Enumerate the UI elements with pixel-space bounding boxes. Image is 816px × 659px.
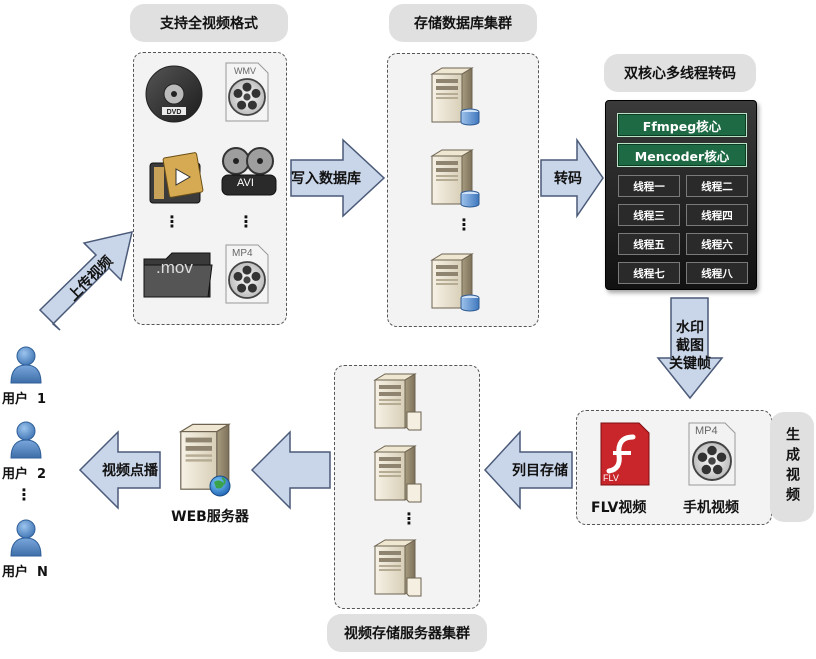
storage-title-text: 视频存储服务器集群 [344,626,470,642]
mp4-label: MP4 [232,248,253,259]
flv-label: FLV视频 [591,500,647,516]
transcode-arrow [540,137,604,219]
user-icon-n [10,519,42,557]
video-folder-icon [149,152,204,204]
mp4-mobile-icon [688,422,736,486]
mp4-file-icon [225,244,269,304]
screenshot-label: 截图 [676,338,704,354]
thread-3: 线程三 [618,204,680,226]
db-server-icon-3 [431,253,480,312]
list-store-label: 列目存储 [512,463,568,479]
user-2-label: 用户 2 [2,467,47,482]
output-panel: FLV MP4 FLV视频 手机视频 [576,410,772,525]
mobile-label: 手机视频 [683,500,739,516]
storage-server-icon-3 [374,539,422,597]
storage-title: 视频存储服务器集群 [327,614,487,652]
flash-video-icon [600,422,650,486]
transcoder-panel: Ffmpeg核心 Mencoder核心 线程一 线程二 线程三 线程四 线程五 … [605,100,757,290]
write-db-label: 写入数据库 [291,171,361,187]
web-server-label: WEB服务器 [171,509,249,525]
mobile-tag: MP4 [695,425,718,437]
formats-panel: DVD WMV AVI ⋮ ⋮ .mov MP4 [133,52,287,325]
user-icon-2 [10,421,42,459]
thread-8: 线程八 [686,262,748,284]
user-icon-1 [10,346,42,384]
transcode-title: 双核心多线程转码 [604,54,756,92]
mov-folder-icon [143,252,213,298]
thread-6: 线程六 [686,233,748,255]
keyframe-label: 关键帧 [669,356,711,372]
storage-dots: ⋮ [401,509,417,528]
ffmpeg-core: Ffmpeg核心 [617,113,747,137]
storage-server-icon-2 [374,445,422,503]
flv-tag: FLV [603,473,619,483]
users-dots: ⋮ [16,485,32,504]
db-title: 存储数据库集群 [389,4,537,42]
upload-arrow [38,231,133,331]
thread-7: 线程七 [618,262,680,284]
storage-to-web-arrow [250,430,331,510]
user-n-label: 用户 N [2,565,48,580]
storage-server-icon-1 [374,373,422,431]
thread-2: 线程二 [686,175,748,197]
transcode-title-text: 双核心多线程转码 [624,66,736,82]
mencoder-core: Mencoder核心 [617,143,747,167]
watermark-label: 水印 [676,320,704,336]
dvd-icon: DVD [145,65,203,123]
generate-title: 生成视频 [770,412,814,522]
storage-panel: ⋮ [334,365,480,609]
svg-text:DVD: DVD [167,109,182,116]
thread-5: 线程五 [618,233,680,255]
wmv-file-icon [225,62,269,122]
db-server-icon-1 [431,67,480,126]
post-process-arrow [656,297,724,400]
thread-1: 线程一 [618,175,680,197]
thread-4: 线程四 [686,204,748,226]
web-server-icon [180,423,231,497]
wmv-label: WMV [234,66,256,76]
db-server-icon-2 [431,149,480,208]
generate-title-text: 生成视频 [784,427,800,507]
transcode-label: 转码 [554,171,582,187]
write-db-arrow [290,138,386,218]
db-panel: ⋮ [387,53,539,327]
vod-label: 视频点播 [102,463,158,479]
db-title-text: 存储数据库集群 [414,16,512,32]
avi-label: AVI [237,177,254,189]
user-1-label: 用户 1 [2,392,47,407]
formats-title: 支持全视频格式 [130,4,288,42]
avi-reel-icon [221,147,277,196]
mov-label: .mov [156,258,193,277]
formats-title-text: 支持全视频格式 [160,16,258,32]
list-store-arrow [483,430,573,510]
vod-arrow [78,430,161,510]
